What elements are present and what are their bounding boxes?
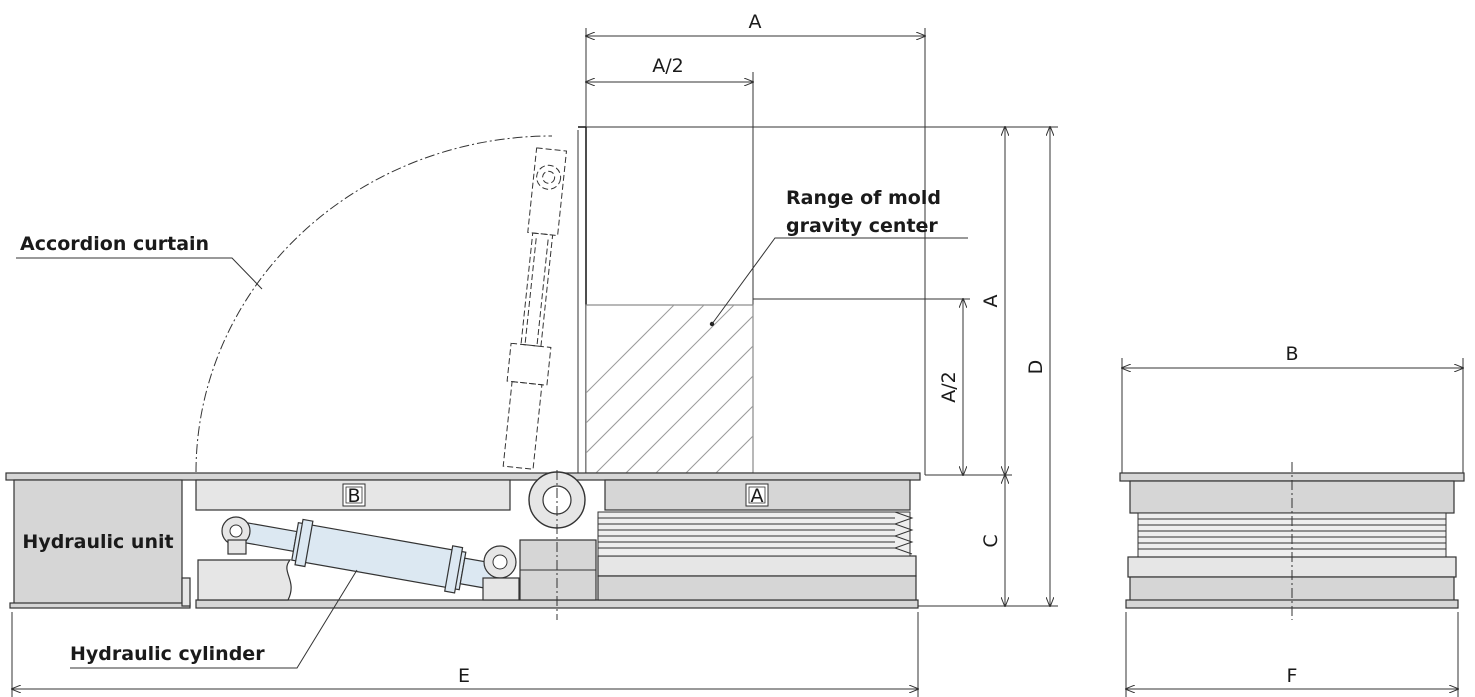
gravity-center-range [585,304,754,474]
dim-label-e: E [458,665,470,687]
dimension-d: D [1025,127,1050,606]
dim-label-right-a-half: A/2 [938,371,960,403]
dim-label-top-a-half: A/2 [652,55,684,77]
panel-a-label: A [745,483,769,507]
dimension-top-a-half: A/2 [586,55,753,305]
raised-cylinder-outline [502,147,568,470]
dim-label-f: F [1287,665,1298,687]
label-hydraulic-cylinder: Hydraulic cylinder [70,643,265,665]
label-accordion-curtain: Accordion curtain [20,233,209,255]
dimension-right-a: A [980,127,1005,475]
dimension-c: C [980,475,1005,606]
label-range-line1: Range of mold [786,187,941,209]
dim-label-top-a: A [749,11,762,33]
panel-b-text: B [347,485,360,507]
hydraulic-cylinder [233,518,501,594]
dimension-e: E [12,612,918,697]
dim-label-d: D [1025,360,1047,375]
dim-label-b: B [1285,343,1298,365]
label-range-line2: gravity center [786,215,938,237]
panel-a-text: A [751,485,764,507]
dim-label-right-a: A [980,295,1002,308]
dimension-right-a-half: A/2 [938,299,963,475]
mold-outline [577,126,587,475]
side-view: B F [1119,343,1465,697]
panel-b-label: B [342,483,366,507]
label-hydraulic-unit: Hydraulic unit [22,531,173,553]
dim-label-c: C [980,534,1002,547]
accordion-curtain-arc [195,135,553,473]
